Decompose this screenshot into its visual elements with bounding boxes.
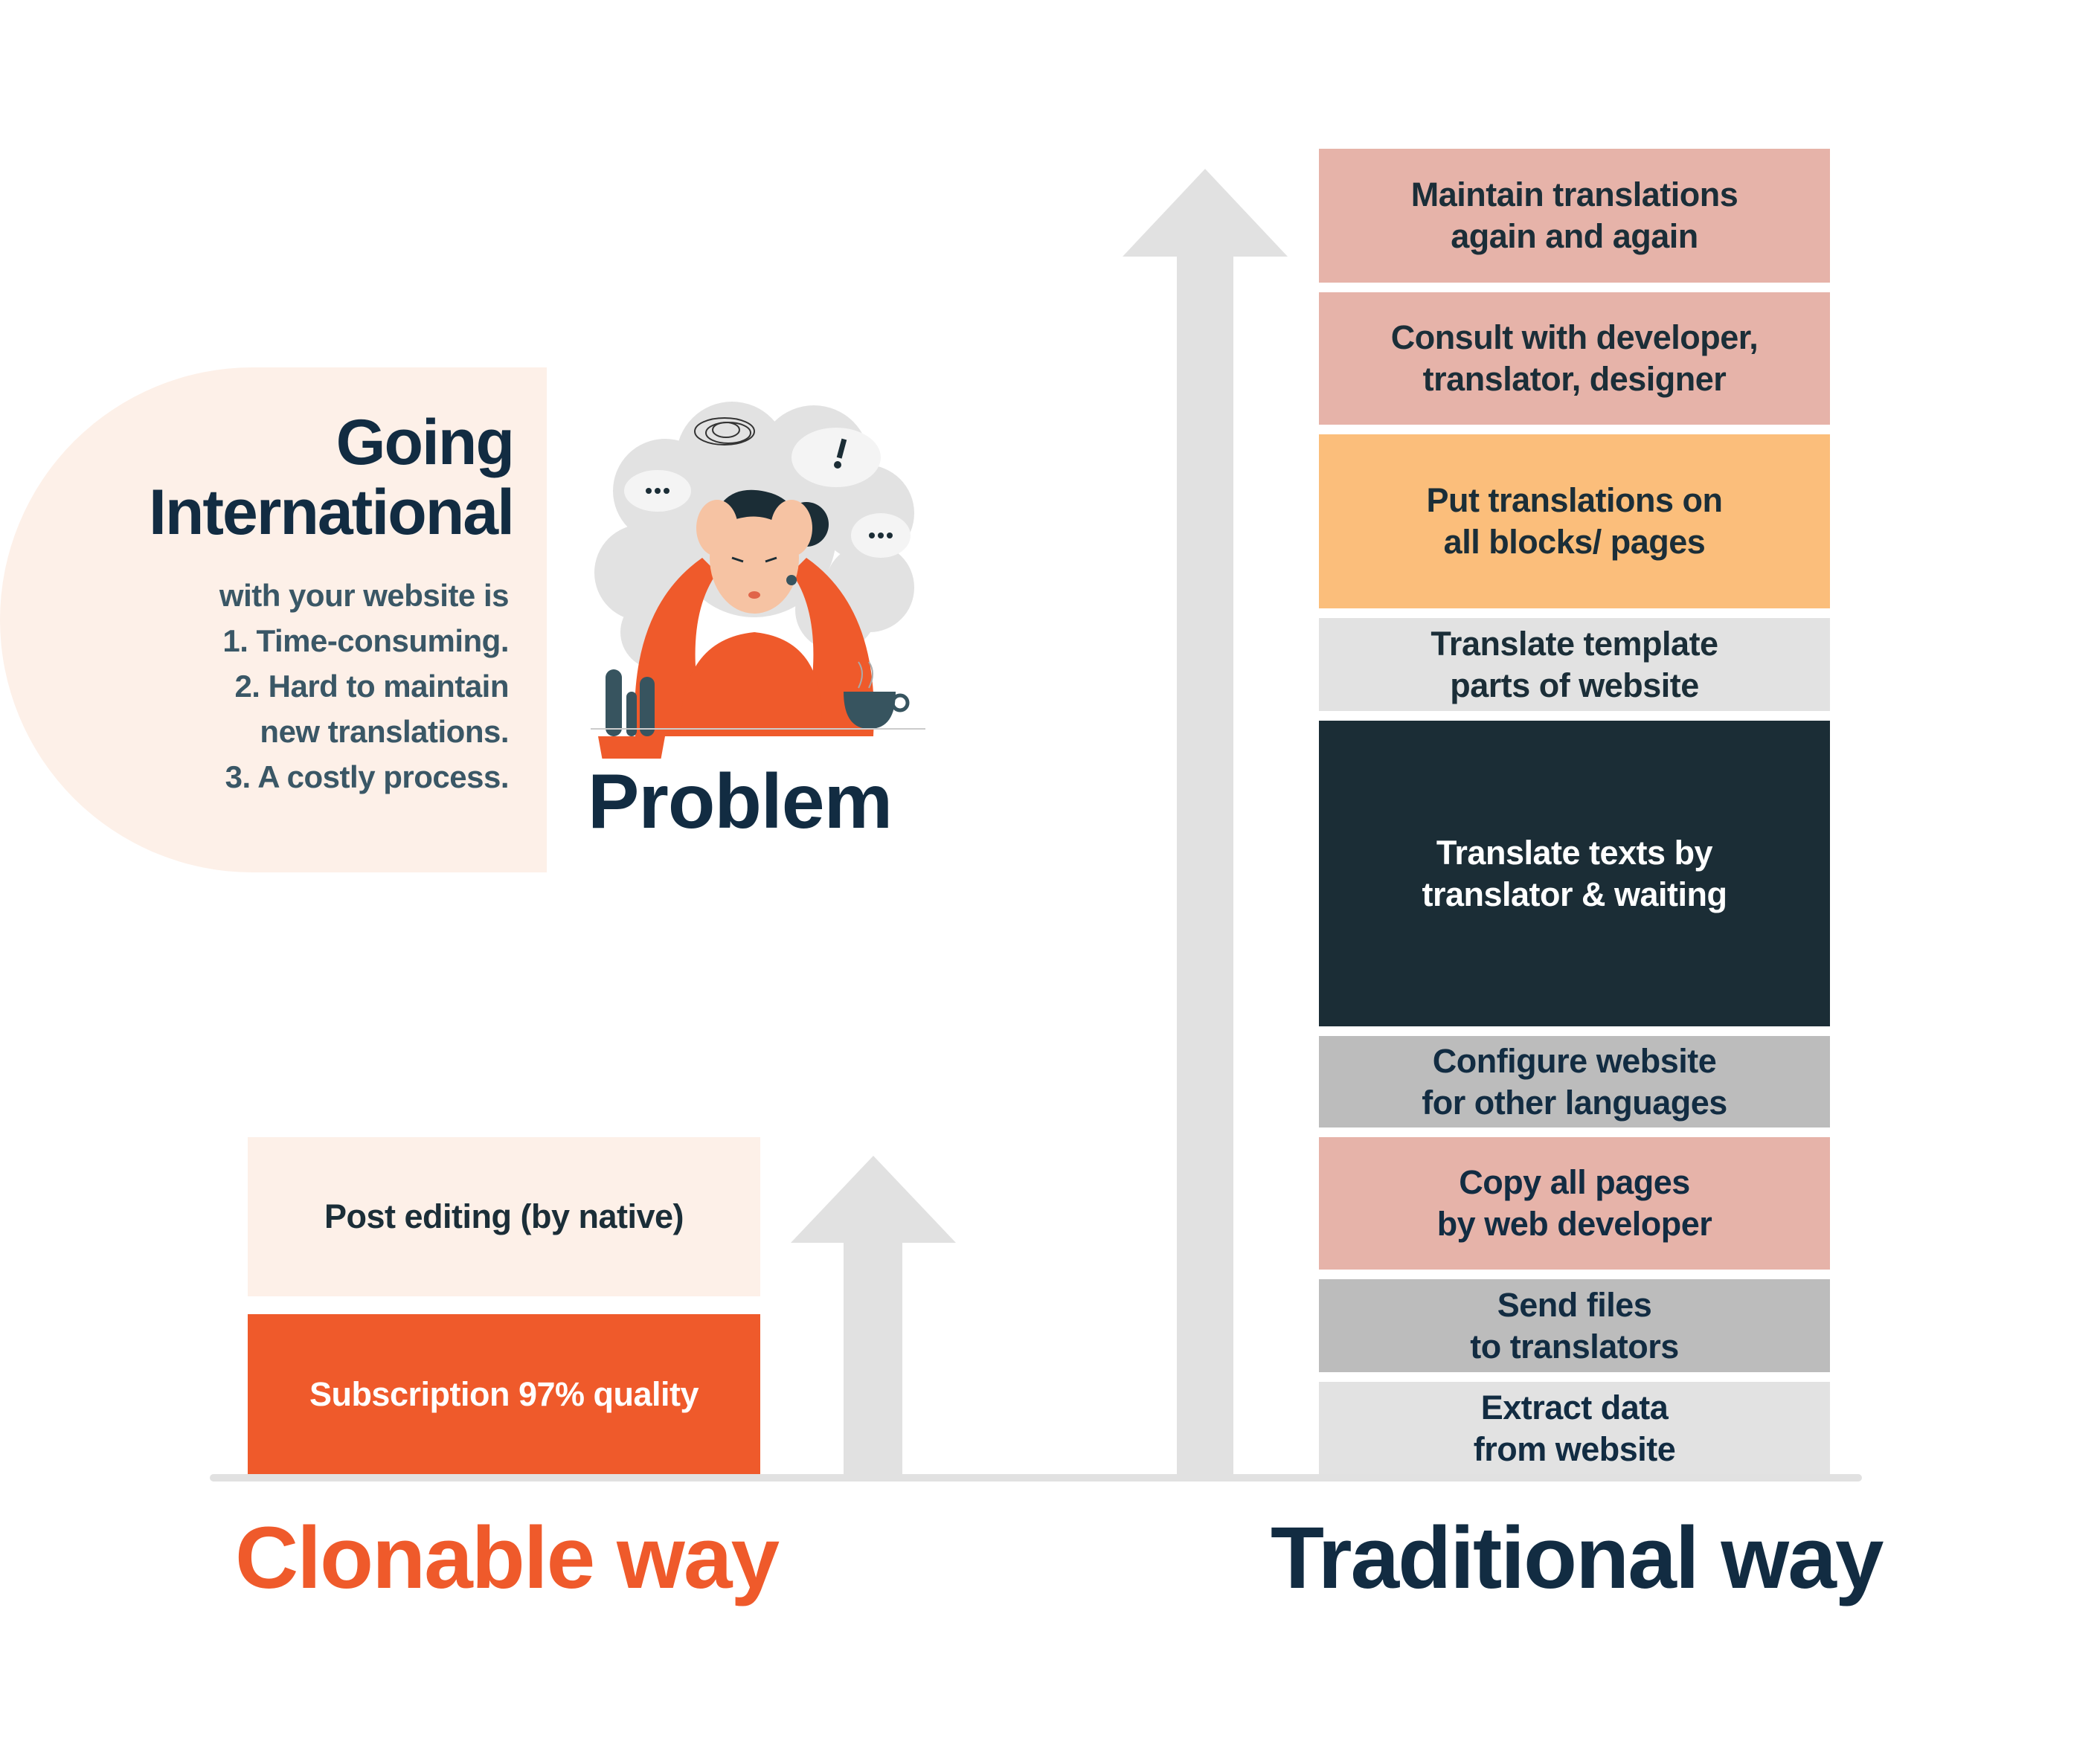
small-arrow-up-icon bbox=[791, 1156, 956, 1477]
stressed-woman-illustration bbox=[591, 402, 925, 759]
intro-title: Going International bbox=[148, 407, 515, 548]
step-label-line: Configure website bbox=[1432, 1041, 1717, 1080]
intro-subtitle-line: 3. A costly process. bbox=[225, 759, 510, 794]
step-label-line: Consult with developer, bbox=[1390, 318, 1759, 356]
coffee-cup-icon bbox=[844, 661, 910, 729]
big-arrow-up-icon bbox=[1123, 169, 1288, 1478]
step-label-line: Copy all pages bbox=[1459, 1163, 1690, 1201]
clonable-way-label: Clonable way bbox=[235, 1509, 780, 1607]
intro-subtitle-line: with your website is bbox=[219, 578, 510, 613]
intro-subtitle-line: new translations. bbox=[260, 714, 509, 749]
exclamation-icon bbox=[834, 438, 847, 469]
step-label-line: for other languages bbox=[1422, 1083, 1727, 1122]
ellipsis-bubble-icon bbox=[646, 488, 893, 538]
baseline-axis bbox=[210, 1474, 1862, 1482]
clonable-step-subscription: Subscription 97% quality bbox=[248, 1314, 760, 1474]
step-label-line: by web developer bbox=[1436, 1205, 1712, 1243]
step-label-line: from website bbox=[1473, 1430, 1676, 1468]
intro-title-line: International bbox=[148, 477, 515, 548]
intro-subtitle-line: 1. Time-consuming. bbox=[222, 623, 509, 658]
step-label-line: translator, designer bbox=[1422, 360, 1727, 398]
step-label-line: to translators bbox=[1470, 1327, 1679, 1365]
step-label-line: Extract data bbox=[1480, 1389, 1669, 1426]
scribble-icon bbox=[694, 417, 755, 445]
cactus-icon bbox=[598, 669, 665, 759]
step-label-line: all blocks/ pages bbox=[1443, 523, 1706, 561]
intro-subtitle: with your website is 1. Time-consuming. … bbox=[219, 573, 510, 800]
intro-subtitle-line: 2. Hard to maintain bbox=[234, 669, 509, 704]
problem-label: Problem bbox=[588, 759, 893, 845]
traditional-step-extract: Extract data from website bbox=[1319, 1382, 1830, 1476]
step-label: Subscription 97% quality bbox=[309, 1374, 699, 1413]
step-label-line: Maintain translations bbox=[1410, 176, 1738, 213]
intro-panel bbox=[0, 367, 547, 872]
step-label-line: Send files bbox=[1497, 1285, 1652, 1324]
step-label-line: again and again bbox=[1451, 217, 1698, 255]
step-label-line: Translate texts by bbox=[1436, 833, 1713, 872]
step-label: Post editing (by native) bbox=[324, 1197, 684, 1235]
clonable-step-post-editing: Post editing (by native) bbox=[248, 1137, 760, 1296]
step-label-line: parts of website bbox=[1450, 666, 1699, 704]
traditional-step-put-translations: Put translations on all blocks/ pages bbox=[1319, 434, 1830, 608]
step-label-line: Translate template bbox=[1430, 624, 1718, 663]
traditional-step-maintain: Maintain translations again and again bbox=[1319, 149, 1830, 283]
traditional-way-label: Traditional way bbox=[1271, 1509, 1884, 1607]
step-label-line: Put translations on bbox=[1426, 481, 1723, 519]
woman-figure bbox=[635, 489, 874, 736]
traditional-step-copy-pages: Copy all pages by web developer bbox=[1319, 1137, 1830, 1270]
step-label-line: translator & waiting bbox=[1422, 875, 1727, 913]
intro-title-line: Going bbox=[335, 407, 515, 478]
traditional-step-consult: Consult with developer, translator, desig… bbox=[1319, 292, 1830, 425]
